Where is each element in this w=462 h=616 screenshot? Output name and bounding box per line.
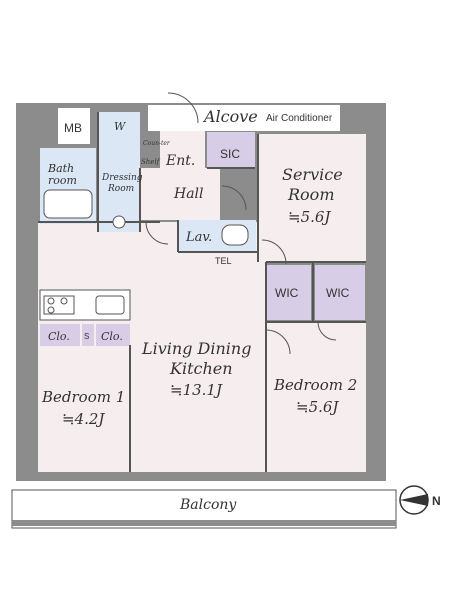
closet-1-area bbox=[40, 324, 80, 346]
shelf-s-label: S bbox=[84, 332, 89, 341]
shelf-label: Shelf bbox=[141, 158, 161, 166]
dressing-room-area bbox=[98, 112, 140, 232]
closet-1-label: Clo. bbox=[48, 330, 70, 343]
north-compass-icon: N bbox=[399, 485, 441, 515]
wic-2-area bbox=[315, 265, 365, 320]
bedroom-1-area bbox=[38, 345, 130, 472]
labels: MB W Coun-ter Shelf Ent. SIC Alcove Air … bbox=[41, 107, 357, 513]
bedroom-2-size: ≒5.6J bbox=[296, 398, 339, 416]
room-fills bbox=[38, 105, 366, 472]
fixtures bbox=[43, 189, 249, 315]
hall-area bbox=[140, 168, 220, 220]
interior-walls bbox=[38, 112, 366, 472]
sink-icon bbox=[95, 295, 125, 315]
sic-label: SIC bbox=[220, 147, 240, 161]
alcove-area bbox=[148, 105, 340, 131]
door-swing-ldk bbox=[145, 221, 169, 245]
wic-2-label: WIC bbox=[326, 286, 350, 300]
burner-icon bbox=[47, 297, 55, 305]
closet-2-label: Clo. bbox=[101, 330, 123, 343]
ldk-label-2: Kitchen bbox=[169, 359, 233, 378]
burner-icon bbox=[60, 297, 68, 305]
w-label: W bbox=[114, 120, 127, 133]
entrance-area bbox=[160, 130, 205, 170]
bedroom-1-size: ≒4.2J bbox=[62, 410, 105, 428]
shelf-s-area bbox=[82, 324, 94, 346]
door-swing-wic bbox=[317, 321, 337, 341]
tel-label: TEL bbox=[215, 256, 232, 266]
compass-n-label: N bbox=[432, 494, 441, 508]
ent-label: Ent. bbox=[165, 153, 195, 169]
toilet bbox=[221, 224, 249, 246]
meter-box-area bbox=[58, 108, 90, 144]
washbasin bbox=[112, 215, 126, 229]
bathtub bbox=[43, 189, 93, 219]
burner-icon bbox=[47, 306, 55, 314]
service-room-label-2: Room bbox=[287, 185, 334, 204]
mb-label: MB bbox=[64, 121, 82, 135]
bath-label-1: Bath bbox=[47, 162, 74, 175]
service-room-label-1: Service bbox=[282, 165, 343, 184]
hall-label: Hall bbox=[173, 186, 204, 202]
door-swing-lav bbox=[261, 239, 287, 265]
lav-label: Lav. bbox=[185, 230, 212, 245]
door-swing-service bbox=[221, 185, 247, 211]
ldk-size: ≒13.1J bbox=[170, 381, 223, 399]
alcove-label: Alcove bbox=[202, 107, 258, 126]
service-room-size: ≒5.6J bbox=[288, 208, 331, 226]
balcony-label: Balcony bbox=[179, 497, 237, 513]
bath-label-2: room bbox=[48, 174, 77, 187]
wic-1-label: WIC bbox=[275, 286, 299, 300]
sic-area bbox=[207, 132, 255, 168]
dressing-label-2: Room bbox=[107, 184, 134, 194]
balcony bbox=[11, 489, 397, 529]
wic-1-area bbox=[266, 265, 311, 320]
door-swings bbox=[145, 92, 337, 355]
door-swing-entrance bbox=[167, 92, 199, 124]
ldk-label-1: Living Dining bbox=[141, 339, 251, 358]
bedroom-2-area bbox=[266, 322, 366, 472]
service-room-area bbox=[258, 134, 366, 262]
door-swing-bed2 bbox=[265, 329, 291, 355]
bedroom-1-label: Bedroom 1 bbox=[41, 388, 125, 406]
closet-2-area bbox=[96, 324, 130, 346]
air-conditioner-label: Air Conditioner bbox=[266, 113, 333, 124]
dressing-label-1: Dressing bbox=[101, 173, 143, 183]
counter-label: Coun-ter bbox=[143, 140, 171, 147]
bedroom-2-label: Bedroom 2 bbox=[273, 376, 357, 394]
